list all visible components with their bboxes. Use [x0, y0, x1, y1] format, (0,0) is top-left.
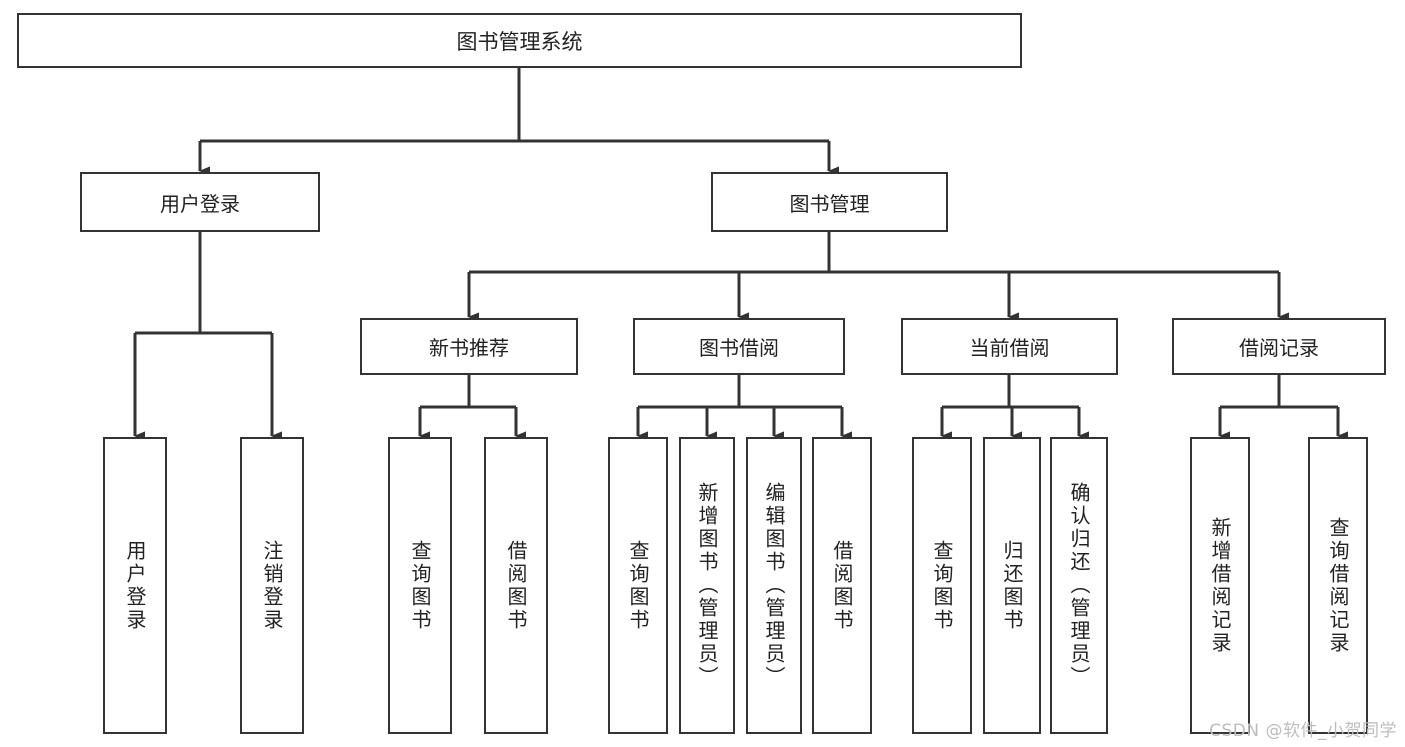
node-leaf-query-book-2-label: 查询图书 [626, 539, 650, 632]
node-root-label: 图书管理系统 [456, 29, 583, 54]
node-leaf-edit-book-admin[interactable]: 编辑图书（管理员） [746, 437, 802, 734]
node-leaf-user-login[interactable]: 用户登录 [103, 437, 167, 734]
node-leaf-add-book-admin[interactable]: 新增图书（管理员） [679, 437, 735, 734]
node-leaf-borrow-book-2-label: 借阅图书 [830, 539, 854, 632]
node-leaf-query-borrow-record-label: 查询借阅记录 [1326, 516, 1350, 655]
node-new-book-recommend[interactable]: 新书推荐 [360, 318, 578, 375]
node-user-login-label: 用户登录 [160, 191, 240, 216]
node-book-manage-label: 图书管理 [789, 191, 870, 216]
node-new-book-recommend-label: 新书推荐 [429, 336, 509, 360]
node-borrow-record[interactable]: 借阅记录 [1172, 318, 1386, 375]
node-leaf-add-borrow-record-label: 新增借阅记录 [1208, 516, 1232, 655]
node-leaf-query-book-1[interactable]: 查询图书 [388, 437, 452, 734]
node-leaf-confirm-return-admin-label: 确认归还（管理员） [1067, 482, 1091, 689]
node-leaf-query-book-3[interactable]: 查询图书 [912, 437, 972, 734]
node-book-manage[interactable]: 图书管理 [711, 172, 948, 232]
node-leaf-confirm-return-admin[interactable]: 确认归还（管理员） [1050, 437, 1108, 734]
node-leaf-add-book-admin-label: 新增图书（管理员） [695, 482, 719, 689]
node-leaf-query-book-1-label: 查询图书 [408, 539, 432, 632]
node-leaf-user-login-label: 用户登录 [123, 539, 147, 632]
node-leaf-query-book-3-label: 查询图书 [930, 539, 954, 632]
node-leaf-borrow-book-2[interactable]: 借阅图书 [812, 437, 872, 734]
node-book-borrow-label: 图书借阅 [699, 336, 779, 360]
node-borrow-record-label: 借阅记录 [1239, 336, 1319, 360]
edge-paths [133, 68, 1348, 441]
node-book-borrow[interactable]: 图书借阅 [633, 318, 845, 375]
node-leaf-edit-book-admin-label: 编辑图书（管理员） [762, 482, 786, 689]
node-root[interactable]: 图书管理系统 [17, 13, 1022, 68]
node-leaf-borrow-book-1-label: 借阅图书 [504, 539, 528, 632]
node-leaf-add-borrow-record[interactable]: 新增借阅记录 [1190, 437, 1250, 734]
node-current-borrow-label: 当前借阅 [969, 336, 1050, 360]
watermark-text: CSDN @软件_小贺同学 [1209, 721, 1397, 741]
node-leaf-return-book-label: 归还图书 [1000, 539, 1024, 632]
node-current-borrow[interactable]: 当前借阅 [901, 318, 1118, 375]
node-leaf-query-borrow-record[interactable]: 查询借阅记录 [1308, 437, 1368, 734]
node-leaf-query-book-2[interactable]: 查询图书 [608, 437, 668, 734]
node-leaf-return-book[interactable]: 归还图书 [983, 437, 1041, 734]
node-leaf-user-logout[interactable]: 注销登录 [240, 437, 304, 734]
node-user-login[interactable]: 用户登录 [80, 172, 320, 232]
node-leaf-borrow-book-1[interactable]: 借阅图书 [484, 437, 548, 734]
node-leaf-user-logout-label: 注销登录 [260, 539, 284, 632]
